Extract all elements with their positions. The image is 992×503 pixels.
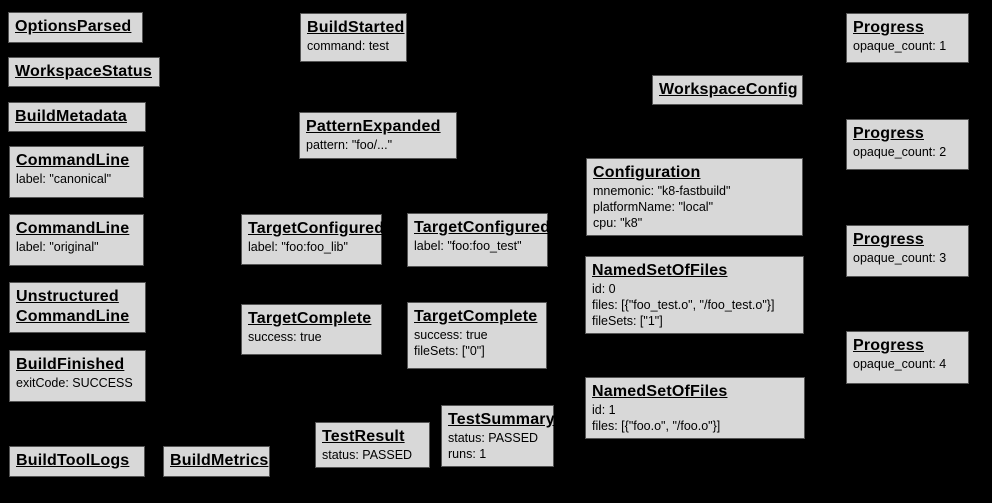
node-options-parsed: OptionsParsed <box>8 12 143 43</box>
node-title: BuildStarted <box>307 19 405 36</box>
node-pattern-expanded: PatternExpanded pattern: "foo/..." <box>299 112 457 159</box>
node-title: WorkspaceStatus <box>15 63 152 80</box>
node-title: Progress <box>853 125 924 142</box>
node-detail: files: [{"foo.o", "/foo.o"}] <box>592 419 721 433</box>
node-detail: opaque_count: 3 <box>853 251 947 265</box>
node-detail: cpu: "k8" <box>593 216 643 230</box>
node-title: TargetConfigured <box>414 219 551 236</box>
node-detail: mnemonic: "k8-fastbuild" <box>593 184 731 198</box>
node-named-set-of-files-1: NamedSetOfFiles id: 1 files: [{"foo.o", … <box>585 377 805 439</box>
node-title: TargetConfigured <box>248 220 385 237</box>
node-build-metrics: BuildMetrics <box>163 446 270 477</box>
node-title: OptionsParsed <box>15 18 132 35</box>
node-detail: platformName: "local" <box>593 200 714 214</box>
node-title: BuildToolLogs <box>16 452 130 469</box>
node-title: WorkspaceConfig <box>659 81 798 98</box>
node-configuration: Configuration mnemonic: "k8-fastbuild" p… <box>586 158 803 236</box>
node-target-complete-test: TargetComplete success: true fileSets: [… <box>407 302 547 369</box>
node-title: CommandLine <box>16 220 130 237</box>
node-title: BuildFinished <box>16 356 125 373</box>
node-detail: label: "canonical" <box>16 172 112 186</box>
node-title: TestSummary <box>448 411 555 428</box>
node-detail: files: [{"foo_test.o", "/foo_test.o"}] <box>592 298 775 312</box>
node-named-set-of-files-0: NamedSetOfFiles id: 0 files: [{"foo_test… <box>585 256 804 334</box>
node-title: BuildMetadata <box>15 108 127 125</box>
node-build-started: BuildStarted command: test <box>300 13 407 62</box>
node-detail: runs: 1 <box>448 447 487 461</box>
node-test-result: TestResult status: PASSED <box>315 422 430 468</box>
node-command-line-original: CommandLine label: "original" <box>9 214 144 266</box>
node-title: Progress <box>853 231 924 248</box>
node-detail: opaque_count: 2 <box>853 145 947 159</box>
node-detail: pattern: "foo/..." <box>306 138 393 152</box>
node-build-tool-logs: BuildToolLogs <box>9 446 145 477</box>
node-detail: exitCode: SUCCESS <box>16 376 133 390</box>
node-detail: label: "foo:foo_lib" <box>248 240 348 254</box>
node-test-summary: TestSummary status: PASSED runs: 1 <box>441 405 555 467</box>
node-title: Progress <box>853 19 924 36</box>
node-build-metadata: BuildMetadata <box>8 102 146 132</box>
node-detail: label: "foo:foo_test" <box>414 239 522 253</box>
node-detail: status: PASSED <box>322 448 413 462</box>
node-workspace-config: WorkspaceConfig <box>652 75 803 105</box>
node-target-complete-lib: TargetComplete success: true <box>241 304 382 355</box>
node-detail: success: true <box>414 328 488 342</box>
node-detail: success: true <box>248 330 322 344</box>
node-title: Unstructured CommandLine <box>16 288 130 325</box>
node-progress-1: Progress opaque_count: 1 <box>846 13 969 63</box>
node-title: PatternExpanded <box>306 118 441 135</box>
node-detail: id: 1 <box>592 403 616 417</box>
node-target-configured-foo-test: TargetConfigured label: "foo:foo_test" <box>407 213 551 267</box>
node-progress-2: Progress opaque_count: 2 <box>846 119 969 170</box>
node-title: NamedSetOfFiles <box>592 262 728 279</box>
node-target-configured-foo-lib: TargetConfigured label: "foo:foo_lib" <box>241 214 385 265</box>
node-title: TargetComplete <box>414 308 538 325</box>
node-detail: status: PASSED <box>448 431 539 445</box>
node-title: CommandLine <box>16 152 130 169</box>
node-title: NamedSetOfFiles <box>592 383 728 400</box>
node-detail: fileSets: ["0"] <box>414 344 485 358</box>
node-title: TestResult <box>322 428 405 445</box>
node-detail: opaque_count: 4 <box>853 357 947 371</box>
node-build-finished: BuildFinished exitCode: SUCCESS <box>9 350 146 402</box>
node-detail: id: 0 <box>592 282 616 296</box>
node-detail: opaque_count: 1 <box>853 39 947 53</box>
node-detail: fileSets: ["1"] <box>592 314 663 328</box>
node-title: TargetComplete <box>248 310 372 327</box>
node-progress-3: Progress opaque_count: 3 <box>846 225 969 277</box>
node-title: BuildMetrics <box>170 452 269 469</box>
node-command-line-canonical: CommandLine label: "canonical" <box>9 146 144 198</box>
node-title: Configuration <box>593 164 701 181</box>
node-title: Progress <box>853 337 924 354</box>
node-detail: command: test <box>307 39 389 53</box>
node-progress-4: Progress opaque_count: 4 <box>846 331 969 384</box>
node-unstructured-command-line: Unstructured CommandLine <box>9 282 146 333</box>
node-workspace-status: WorkspaceStatus <box>8 57 160 87</box>
node-detail: label: "original" <box>16 240 99 254</box>
